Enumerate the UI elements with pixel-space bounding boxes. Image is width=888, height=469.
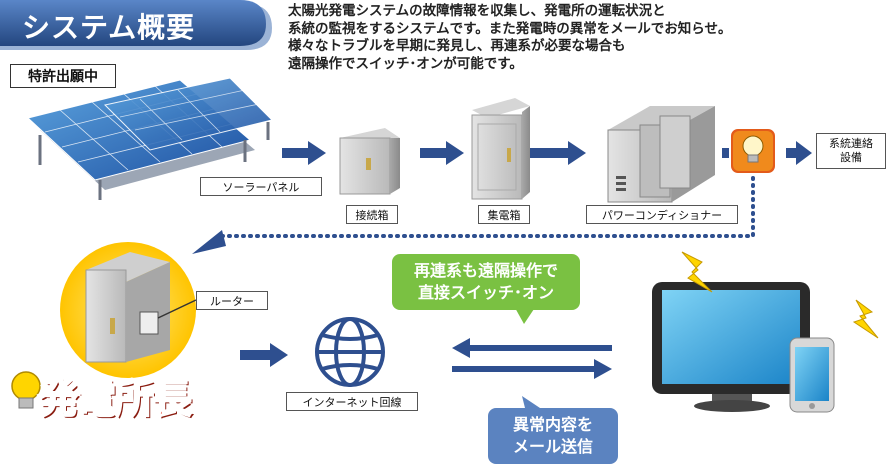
solar-panel-label: ソーラーパネル	[200, 177, 322, 196]
brand-bulb-icon	[11, 371, 41, 409]
power-conditioner-icon	[607, 106, 715, 203]
router-label: ルーター	[196, 291, 268, 310]
patent-badge: 特許出願中	[10, 64, 116, 88]
bubble-line: メール送信	[512, 437, 593, 456]
bubble-line: 異常内容を	[512, 415, 593, 434]
page-title: システム概要	[22, 11, 196, 44]
remote-operation-bubble: 再連系も遠隔操作で 直接スイッチ･オン	[392, 254, 580, 310]
mail-notify-bubble: 異常内容を メール送信	[488, 408, 618, 464]
grid-label-line: 設備	[840, 151, 862, 164]
junction-box-label: 接続箱	[346, 205, 398, 224]
grid-label-line: 系統連絡	[829, 137, 873, 150]
description-line: 様々なトラブルを早期に発見し、再連系が必要な場合も	[288, 38, 626, 54]
description-line: 太陽光発電システムの故障情報を収集し、発電所の運転状況と	[288, 3, 666, 19]
flow-arrows-bottom	[240, 338, 612, 379]
smartphone-icon	[789, 337, 835, 413]
monitor-icon	[652, 282, 810, 412]
brand-logo: 発電所長	[37, 375, 193, 423]
router-box-icon	[60, 242, 197, 378]
description-line: 遠隔操作でスイッチ･オンが可能です。	[288, 55, 523, 72]
collector-box-label: 集電箱	[478, 205, 530, 224]
junction-box-icon	[339, 128, 400, 195]
collector-box-icon	[471, 98, 530, 200]
description: 太陽光発電システムの故障情報を収集し、発電所の運転状況と 系統の監視をするシステ…	[288, 3, 848, 73]
internet-label: インターネット回線	[286, 392, 418, 411]
solar-panel-icon	[26, 77, 273, 200]
globe-icon	[315, 317, 385, 387]
bubble-line: 直接スイッチ･オン	[417, 283, 554, 302]
lightning-icon	[681, 251, 879, 339]
alert-dotted-path	[192, 176, 755, 254]
bulb-alert-icon	[729, 127, 777, 175]
title-banner	[0, 0, 272, 50]
bubble-line: 再連系も遠隔操作で	[413, 261, 558, 280]
remote-bubble-tail	[514, 306, 536, 324]
power-conditioner-label: パワーコンディショナー	[586, 205, 738, 224]
description-line: 系統の監視をするシステムです。また発電時の異常をメールでお知らせ。	[288, 20, 732, 37]
grid-connection-label: 系統連絡 設備	[816, 133, 886, 169]
